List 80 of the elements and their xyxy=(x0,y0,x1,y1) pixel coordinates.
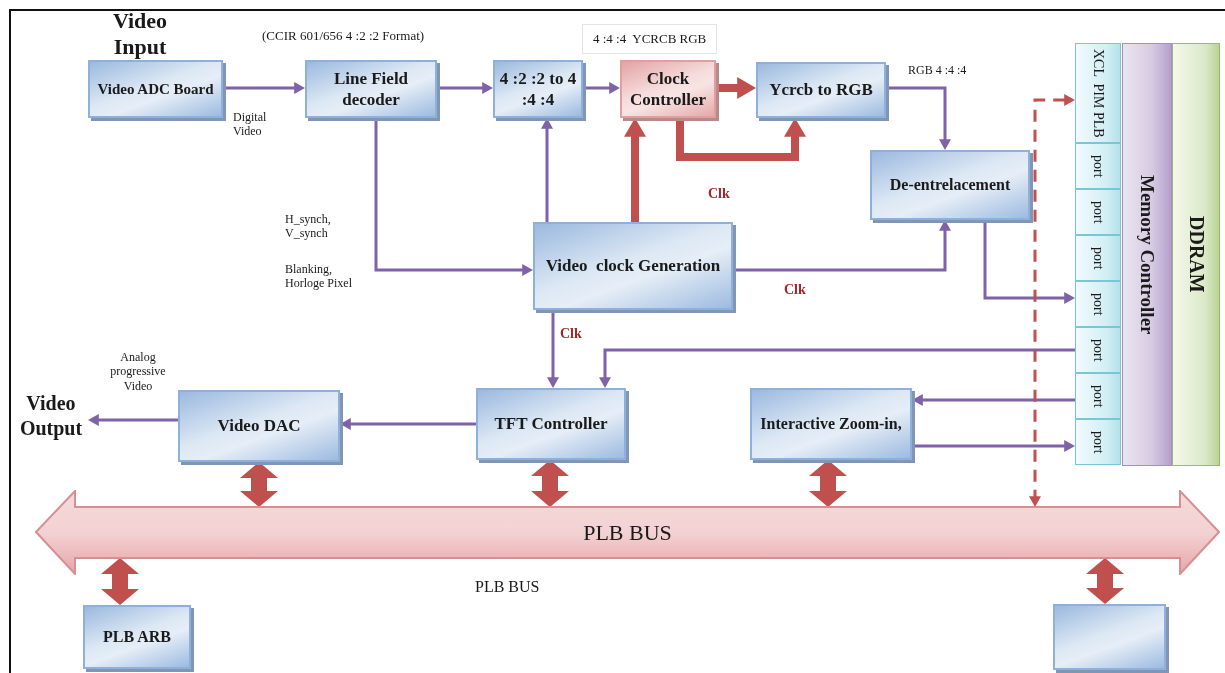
annotation-text: RGB 4 :4 :4 xyxy=(908,63,967,78)
controller-box xyxy=(620,60,716,118)
box-label: Memory Controller xyxy=(1135,174,1159,335)
arrow xyxy=(223,82,305,94)
box-label: port xyxy=(1089,246,1107,270)
controller-column xyxy=(1122,43,1172,466)
box-label: port xyxy=(1089,430,1107,454)
arrow xyxy=(886,86,951,150)
port-cell xyxy=(1075,281,1121,327)
arrow xyxy=(912,394,1075,406)
arrow xyxy=(624,118,646,222)
box-label: TFT Controller xyxy=(494,413,608,435)
box-label: port xyxy=(1089,384,1107,408)
process-box xyxy=(750,388,912,460)
box-label: port xyxy=(1089,338,1107,362)
process-box xyxy=(305,60,437,118)
port-cell xyxy=(1075,189,1121,235)
box-label: Line Field decoder xyxy=(332,67,410,111)
box-label: port xyxy=(1089,154,1107,178)
port-cell xyxy=(1075,327,1121,373)
bus-connector-arrow xyxy=(101,558,139,605)
format-note: 4 :4 :4 YCRCB RGB xyxy=(582,24,718,54)
box-label: Video ADC Board xyxy=(97,79,214,99)
bus-connector-arrow xyxy=(809,460,847,507)
box-label: Ycrcb to RGB xyxy=(769,79,873,101)
arrow xyxy=(733,220,951,272)
box-label: port xyxy=(1089,200,1107,224)
arrow xyxy=(547,310,559,388)
annotation-text: H_synch, V_synch xyxy=(285,212,332,241)
signal-label: Clk xyxy=(708,186,730,203)
port-cell xyxy=(1075,419,1121,465)
process-box xyxy=(83,605,191,669)
box-label: XCL PIM PLB xyxy=(1089,48,1107,138)
process-box xyxy=(756,62,886,118)
arrow xyxy=(374,118,533,276)
bus-label: PLB BUS xyxy=(583,518,672,547)
arrow xyxy=(88,414,178,426)
arrow xyxy=(716,77,756,99)
arrow xyxy=(583,82,620,94)
arrow xyxy=(340,418,476,430)
process-box xyxy=(476,388,626,460)
annotation-text: Video Input xyxy=(111,8,169,61)
memory-column xyxy=(1172,43,1220,466)
port-cell xyxy=(1075,143,1121,189)
bus-connector-arrow xyxy=(240,462,278,507)
process-box xyxy=(533,222,733,310)
bus-connector-arrow xyxy=(531,460,569,507)
process-box xyxy=(493,60,583,118)
port-cell xyxy=(1075,235,1121,281)
box-label: Interactive Zoom-in, xyxy=(760,414,902,434)
bus-connector-arrow xyxy=(1086,558,1124,604)
box-label: Clock Controller xyxy=(628,67,708,111)
annotation-text: Blanking, Horloge Pixel xyxy=(285,262,353,291)
annotation-text: PLB BUS xyxy=(475,577,540,597)
terminal-text: Video Output xyxy=(18,391,84,441)
box-label: De-entrelacement xyxy=(889,175,1011,195)
box-label: Video clock Generation xyxy=(545,255,721,277)
box-label: PLB ARB xyxy=(103,627,171,647)
box-label: port xyxy=(1089,292,1107,316)
process-box xyxy=(870,150,1030,220)
process-box xyxy=(1053,604,1166,670)
process-box xyxy=(178,390,340,462)
signal-label: Clk xyxy=(784,282,806,299)
arrow xyxy=(1029,94,1075,507)
box-label: 4 :2 :2 to 4 :4 :4 xyxy=(498,67,578,111)
port-cell xyxy=(1075,43,1121,143)
arrow xyxy=(437,82,493,94)
arrow xyxy=(541,118,553,222)
annotation-text: Digital Video xyxy=(233,110,268,139)
arrow xyxy=(599,348,1075,388)
annotation-text: (CCIR 601/656 4 :2 :2 Format) xyxy=(262,28,425,44)
box-label: Video DAC xyxy=(217,415,301,437)
annotation-text: Analog progressive Video xyxy=(109,350,167,394)
signal-label: Clk xyxy=(560,326,582,343)
port-cell xyxy=(1075,373,1121,419)
arrow xyxy=(912,440,1075,452)
box-label: DDRAM xyxy=(1184,216,1209,293)
arrow xyxy=(676,118,806,161)
process-box xyxy=(88,60,223,118)
arrow xyxy=(983,220,1075,304)
